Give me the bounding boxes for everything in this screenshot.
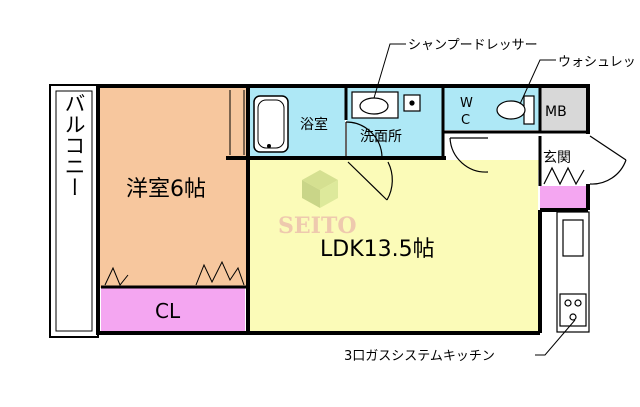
mb-label: MB (545, 104, 567, 120)
kitchen-label: 3口ガスシステムキッチン (344, 349, 495, 364)
washroom-door (345, 121, 383, 159)
western-room-label: 洋室6帖 (126, 177, 206, 202)
ldk-area (248, 160, 538, 332)
kitchen-counter (556, 211, 590, 333)
closet-label: CL (155, 299, 181, 323)
wc-door (449, 137, 489, 173)
shampoo-dresser-label: シャンプードレッサー (408, 38, 538, 53)
closet-door-left (104, 266, 129, 286)
wc-label-w: W (460, 96, 473, 111)
walls (96, 84, 590, 335)
watermark-text: SEITO (278, 213, 356, 239)
mb-area (540, 88, 586, 130)
wc-label-c: C (461, 113, 470, 128)
washbasin-icon (351, 91, 421, 119)
ldk-label: LDK13.5帖 (320, 237, 435, 262)
leader-lines (373, 43, 576, 356)
balcony-label: バルコニー (62, 93, 86, 198)
bathtub-icon (253, 95, 289, 153)
entrance-door (543, 135, 627, 186)
sink-icon (562, 219, 584, 257)
logo-watermark-icon (302, 170, 338, 208)
stove-icon (559, 293, 587, 327)
bathroom-label: 浴室 (300, 116, 328, 133)
toilet-icon (496, 95, 535, 125)
ldk-hall-area (440, 160, 540, 170)
washroom-label: 洗面所 (360, 129, 402, 145)
closet-area (101, 288, 245, 332)
ldk-door (347, 161, 393, 201)
closet-door-right (195, 260, 245, 286)
balcony-inner-rail (55, 90, 93, 332)
balcony-area (49, 84, 99, 338)
washlet-label: ウォシュレッ (558, 55, 636, 70)
western-room-area (98, 88, 248, 288)
entrance-step-area (540, 186, 586, 208)
entrance-label: 玄関 (543, 149, 571, 166)
